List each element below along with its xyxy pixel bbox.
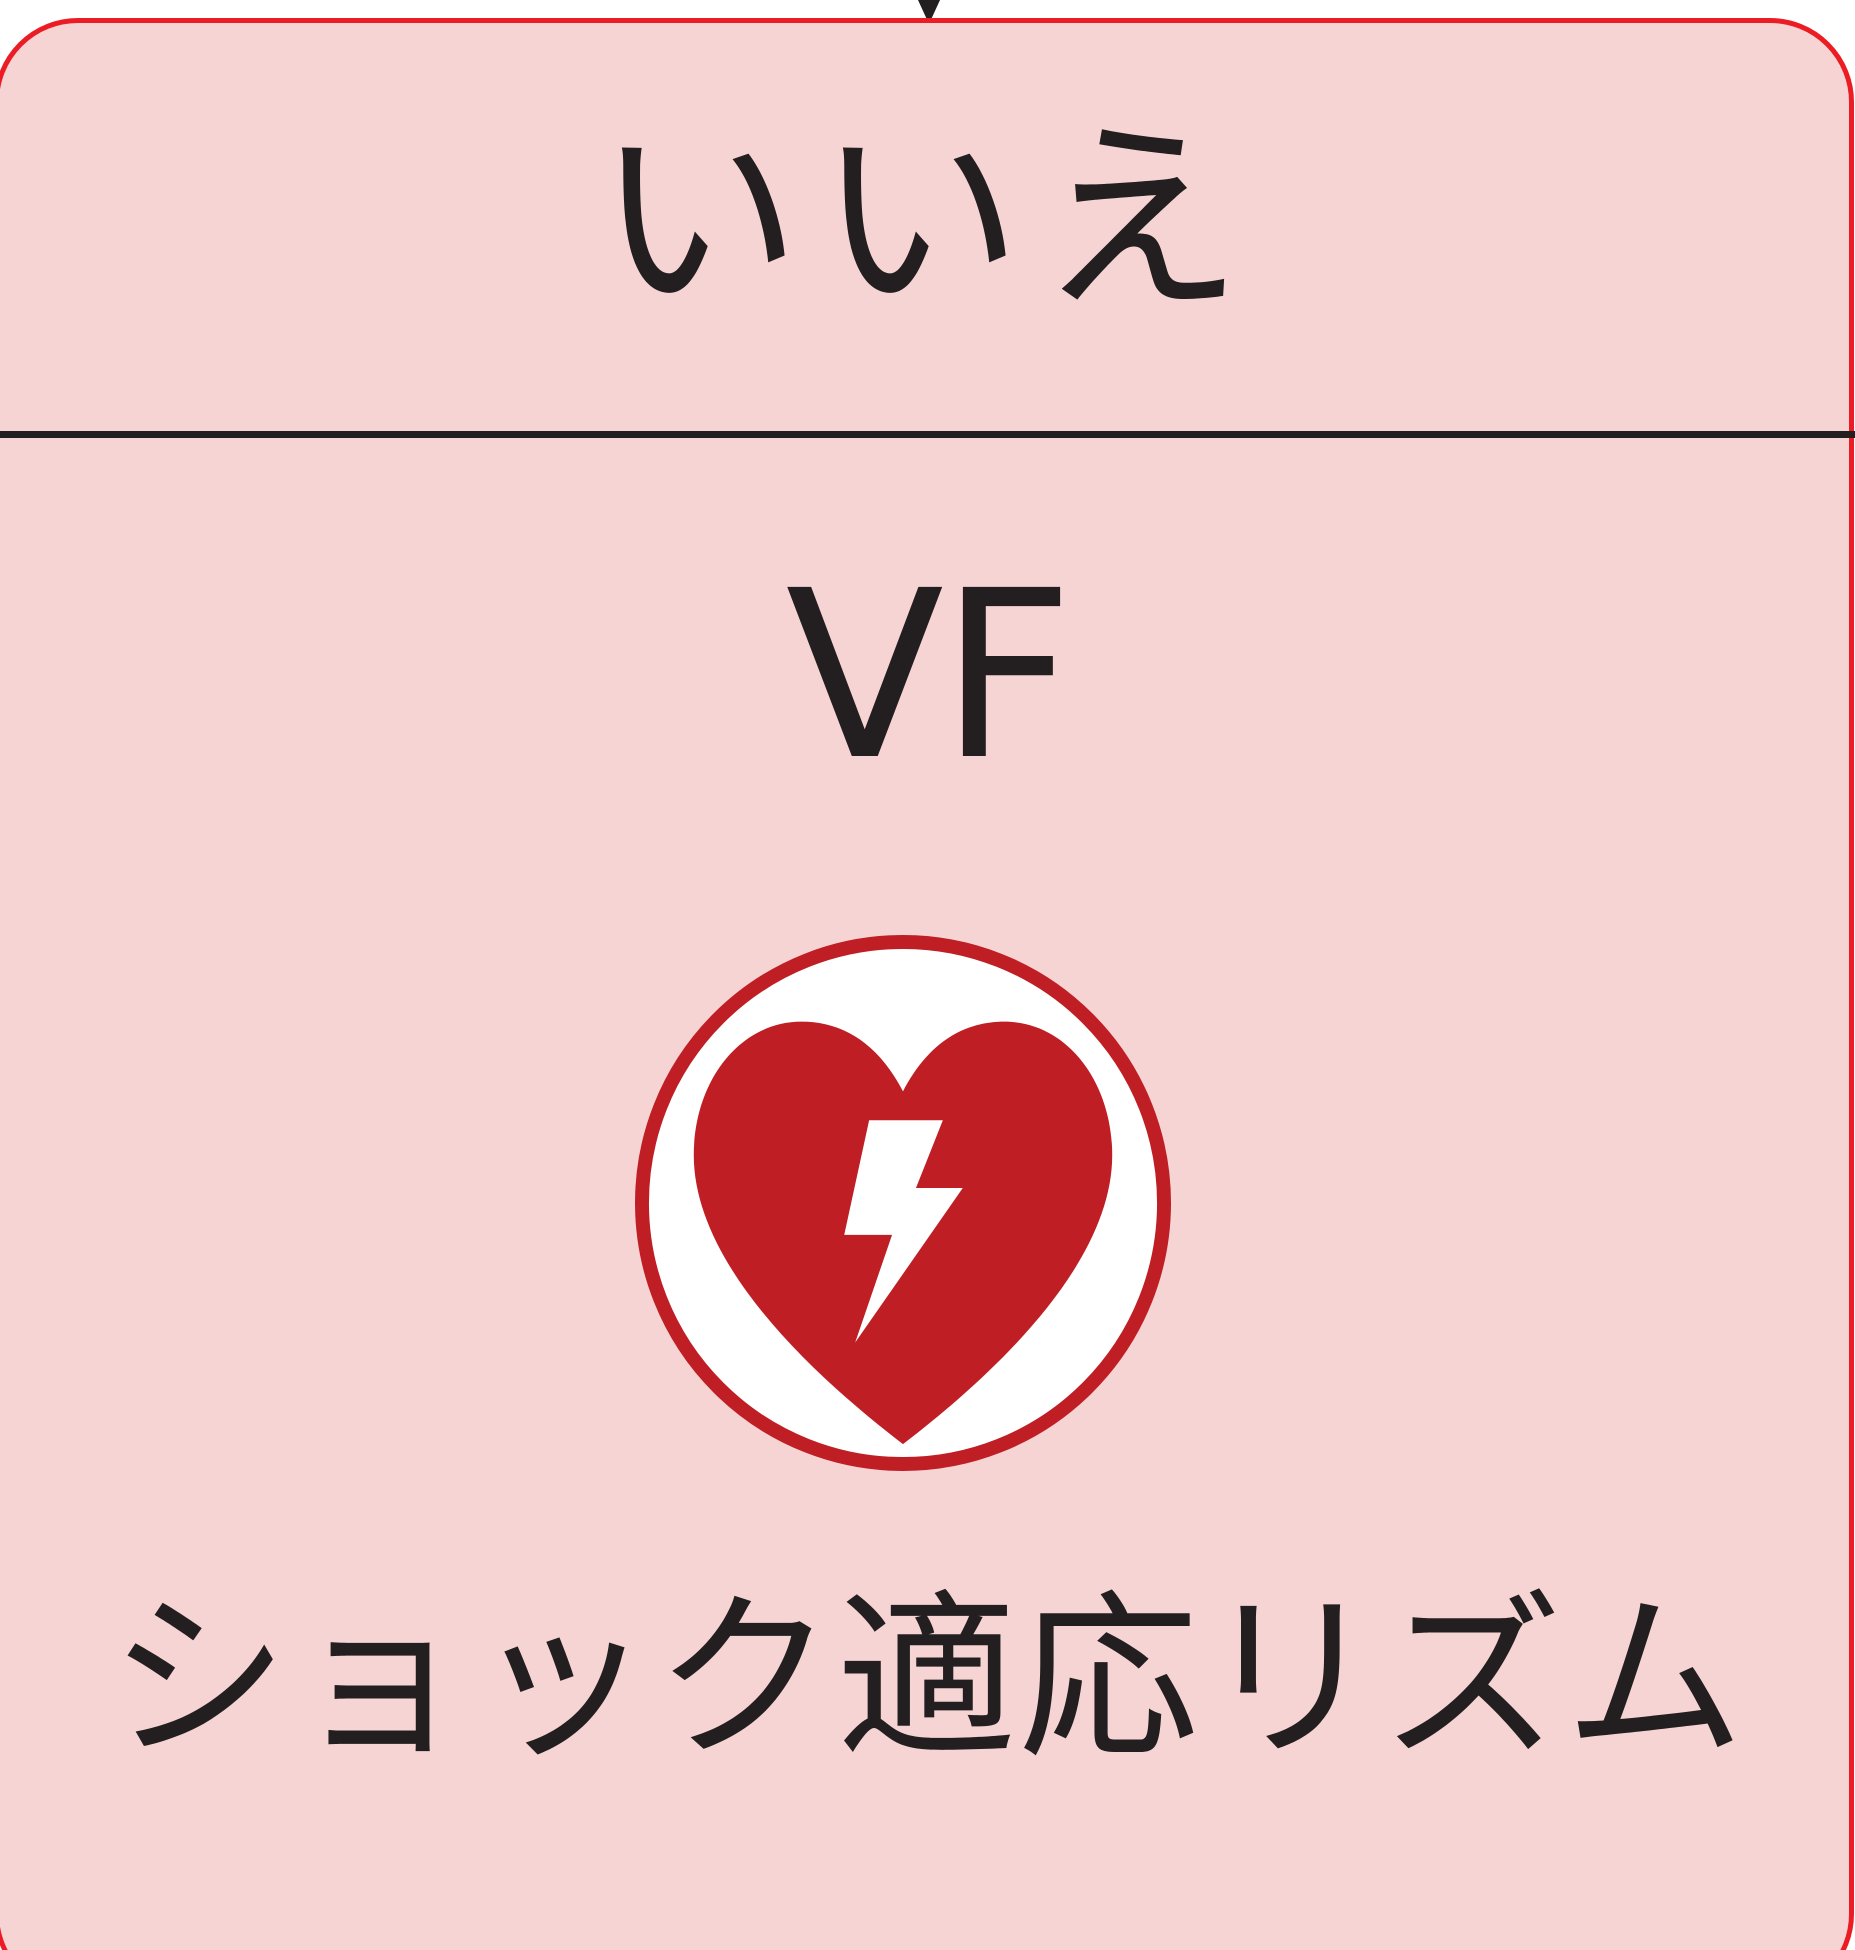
lightning-bolt-icon [844,1120,963,1343]
incoming-arrow-icon [918,0,940,24]
answer-header: いいえ [0,18,1855,433]
rhythm-code-label: VF [785,541,1073,811]
header-divider [0,431,1855,438]
rhythm-type-label: ショック適応リズム [108,1575,1747,1784]
answer-label: いいえ [596,102,1259,340]
aed-shock-heart-icon [634,934,1172,1472]
